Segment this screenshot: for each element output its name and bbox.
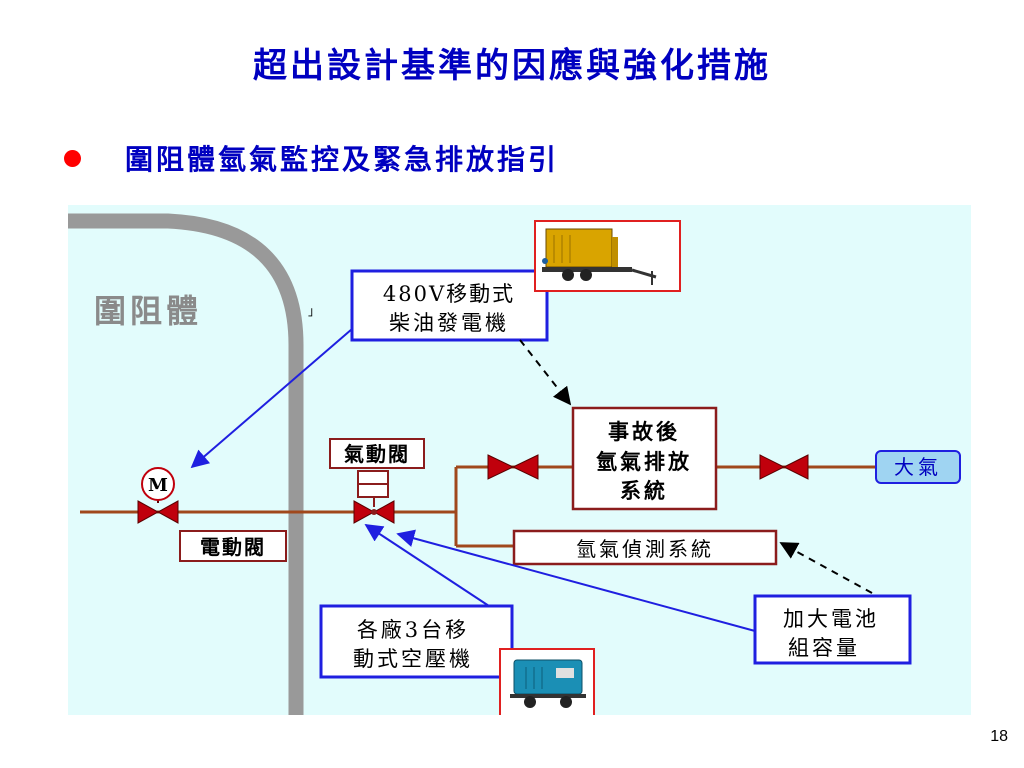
motor-valve-label-box bbox=[179, 530, 287, 562]
bullet-dot bbox=[64, 149, 81, 167]
compressor-callout-line-2: 動式空壓機 bbox=[353, 647, 473, 671]
generator-to-vent-system-arrow bbox=[519, 339, 572, 406]
vent-system-line-2: 氫氣排放 bbox=[596, 449, 692, 474]
battery-to-detection-system-arrow bbox=[779, 542, 873, 594]
diesel-generator-image bbox=[534, 220, 681, 292]
generator-to-motor-valve-arrow bbox=[190, 328, 353, 469]
motor-actuator-icon bbox=[141, 467, 175, 501]
bullet-text: 圍阻體氫氣監控及緊急排放指引 bbox=[125, 143, 560, 176]
compressor-callout-line-1: 各廠3台移 bbox=[357, 618, 469, 642]
battery-callout-line-1: 加大電池 bbox=[783, 607, 879, 631]
atmosphere-label: 大氣 bbox=[894, 455, 942, 479]
battery-callout bbox=[753, 594, 912, 665]
motor-symbol: M bbox=[148, 475, 168, 496]
vent-system-line-1: 事故後 bbox=[608, 419, 680, 444]
slide-title: 超出設計基準的因應與強化措施 bbox=[253, 46, 771, 86]
detection-system-box bbox=[512, 529, 778, 566]
vent-isolation-valve-1 bbox=[487, 454, 539, 480]
containment-wall bbox=[68, 213, 304, 715]
motor-operated-valve: M bbox=[137, 467, 179, 524]
containment-label: 圍阻體 bbox=[94, 292, 202, 330]
vent-system-box bbox=[571, 406, 718, 511]
vent-system-line-3: 系統 bbox=[620, 478, 668, 503]
generator-callout-line-1: 480V移動式 bbox=[383, 282, 515, 306]
battery-to-pneumatic-valve-arrow bbox=[396, 529, 756, 632]
pneumatic-valve-label-box bbox=[329, 438, 425, 469]
detection-system-label: 氫氣偵測系統 bbox=[576, 537, 714, 561]
generator-callout bbox=[350, 269, 549, 342]
compressor-callout bbox=[319, 604, 514, 679]
motor-valve-label: 電動閥 bbox=[200, 535, 266, 559]
hydrogen-vent-diagram: 圍阻體 」 M 電動閥 氣動閥 事故後 氫氣排放 系統 大氣 bbox=[68, 205, 971, 715]
generator-callout-line-2: 柴油發電機 bbox=[389, 311, 509, 335]
bullet-item: 圍阻體氫氣監控及緊急排放指引 bbox=[64, 138, 559, 178]
battery-callout-line-2: 組容量 bbox=[788, 636, 860, 660]
air-compressor-image bbox=[499, 648, 595, 715]
pneumatic-valve-label: 氣動閥 bbox=[344, 442, 410, 466]
pneumatic-valve bbox=[353, 470, 395, 524]
page-number: 18 bbox=[990, 728, 1008, 745]
atmosphere-box bbox=[875, 450, 961, 484]
stray-mark: 」 bbox=[308, 304, 320, 318]
vent-isolation-valve-2 bbox=[759, 454, 809, 480]
compressor-to-pneumatic-valve-arrow bbox=[364, 524, 490, 607]
